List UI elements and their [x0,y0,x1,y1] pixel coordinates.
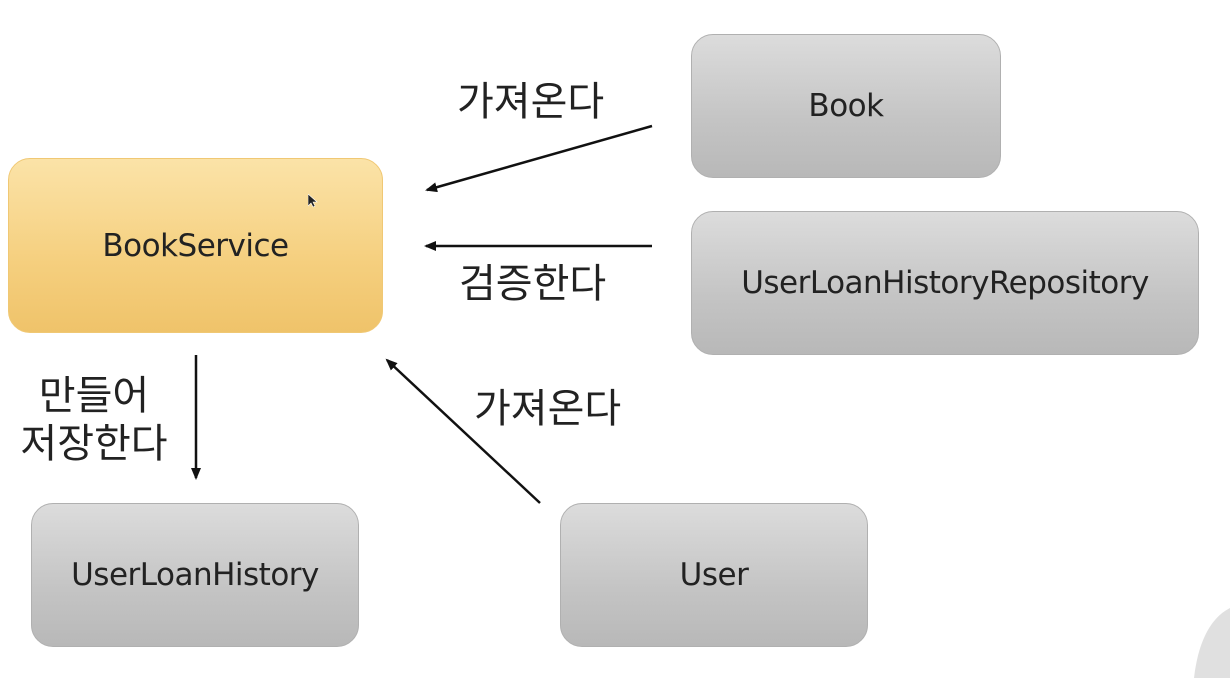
user-loan-history-repository-node: UserLoanHistoryRepository [691,211,1199,355]
edge-label-user-to-service: 가져온다 [474,386,622,432]
user-loan-history-repository-label: UserLoanHistoryRepository [741,265,1149,301]
book-node: Book [691,34,1001,178]
arrow-book-to-service [425,124,653,193]
book-service-label: BookService [102,227,289,264]
mouse-pointer-icon [308,194,318,208]
arrow-user-to-service [385,358,541,504]
edge-label-book-to-service: 가져온다 [457,79,605,125]
user-loan-history-label: UserLoanHistory [71,557,319,593]
edge-label-line-2: 저장한다 [20,421,168,467]
book-service-node: BookService [8,158,383,333]
user-node: User [560,503,868,647]
edge-label-repository-to-service: 검증한다 [459,261,607,307]
edge-label-service-to-loan-history: 만들어 저장한다 [14,372,174,468]
book-label: Book [808,88,884,124]
user-label: User [679,557,749,593]
edge-label-line-1: 만들어 [38,373,150,419]
user-loan-history-node: UserLoanHistory [31,503,359,647]
corner-decoration [1194,608,1230,678]
